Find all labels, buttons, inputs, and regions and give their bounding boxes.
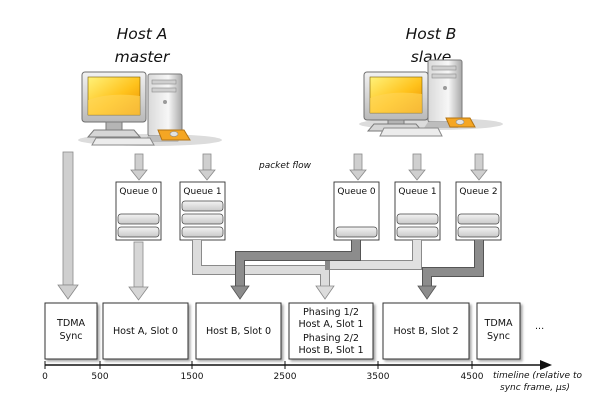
queue-label: Queue 2 bbox=[459, 187, 497, 197]
host-b-name: Host B bbox=[406, 25, 457, 43]
slot-text: Host A, Slot 0 bbox=[113, 326, 178, 337]
slot-tdma-sync-2: TDMA Sync bbox=[476, 302, 521, 360]
flow-pipe-b1 bbox=[325, 240, 422, 270]
tick-label: 500 bbox=[91, 372, 108, 382]
slot-text: Phasing 1/2 bbox=[303, 307, 359, 318]
slot-text: Host B, Slot 2 bbox=[393, 326, 458, 337]
queue-packet bbox=[457, 213, 500, 225]
computer-icon-host-a bbox=[78, 71, 222, 146]
slot-text: TDMA bbox=[483, 318, 513, 329]
tick-label: 4500 bbox=[461, 372, 484, 382]
queue-label: Queue 1 bbox=[398, 187, 436, 197]
slot-text: Host A, Slot 1 bbox=[298, 319, 363, 330]
queue-packet bbox=[396, 226, 439, 238]
queue-packet bbox=[181, 213, 224, 225]
timeline-label-2: sync frame, µs) bbox=[500, 383, 570, 393]
queue-host-b-0: Queue 0 bbox=[333, 181, 380, 241]
sync-arrow bbox=[57, 151, 79, 300]
host-a-queue-arrows bbox=[130, 153, 216, 181]
host-a-name: Host A bbox=[117, 25, 168, 43]
flow-arrow-a0 bbox=[128, 241, 149, 301]
slot-host-b-0: Host B, Slot 0 bbox=[195, 302, 282, 360]
slot-text: Sync bbox=[59, 331, 82, 342]
queue-host-a-0: Queue 0 bbox=[115, 181, 162, 241]
queue-host-b-1: Queue 1 bbox=[394, 181, 441, 241]
queue-packet bbox=[117, 213, 160, 225]
slot-text: Sync bbox=[487, 331, 510, 342]
tick-label: 2500 bbox=[274, 372, 297, 382]
slot-host-b-2: Host B, Slot 2 bbox=[382, 302, 470, 360]
queue-packet bbox=[181, 226, 224, 238]
flow-pipe-b2 bbox=[417, 240, 484, 300]
ellipsis: ... bbox=[535, 321, 544, 332]
queue-packet bbox=[117, 226, 160, 238]
timeline-label: timeline (relative to bbox=[493, 371, 582, 381]
packet-flow-label: packet flow bbox=[258, 161, 312, 171]
host-b-queue-arrows bbox=[349, 153, 488, 181]
queue-packet bbox=[181, 200, 224, 212]
queue-packet bbox=[396, 213, 439, 225]
queue-packet bbox=[335, 226, 378, 238]
slot-phasing: Phasing 1/2 Host A, Slot 1 Phasing 2/2 H… bbox=[288, 302, 374, 360]
tick-label: 1500 bbox=[181, 372, 204, 382]
flow-pipe-a1 bbox=[192, 240, 335, 300]
slot-host-a-0: Host A, Slot 0 bbox=[102, 302, 189, 360]
queue-host-a-1: Queue 1 bbox=[179, 181, 226, 241]
slot-text: Host B, Slot 1 bbox=[298, 345, 363, 356]
slot-text: TDMA bbox=[56, 318, 86, 329]
slot-tdma-sync-1: TDMA Sync bbox=[44, 302, 98, 360]
host-a-role: master bbox=[115, 48, 171, 66]
slot-text: Host B, Slot 0 bbox=[206, 326, 271, 337]
tick-label: 3500 bbox=[367, 372, 390, 382]
tick-label: 0 bbox=[42, 372, 48, 382]
queue-label: Queue 1 bbox=[183, 187, 221, 197]
queue-label: Queue 0 bbox=[337, 187, 375, 197]
computer-icon-host-b bbox=[359, 59, 503, 137]
timeline-axis bbox=[44, 360, 552, 370]
queue-host-b-2: Queue 2 bbox=[455, 181, 502, 241]
queue-packet bbox=[457, 226, 500, 238]
slot-text: Phasing 2/2 bbox=[303, 333, 359, 344]
flow-pipe-b0 bbox=[230, 240, 361, 300]
queue-label: Queue 0 bbox=[119, 187, 157, 197]
